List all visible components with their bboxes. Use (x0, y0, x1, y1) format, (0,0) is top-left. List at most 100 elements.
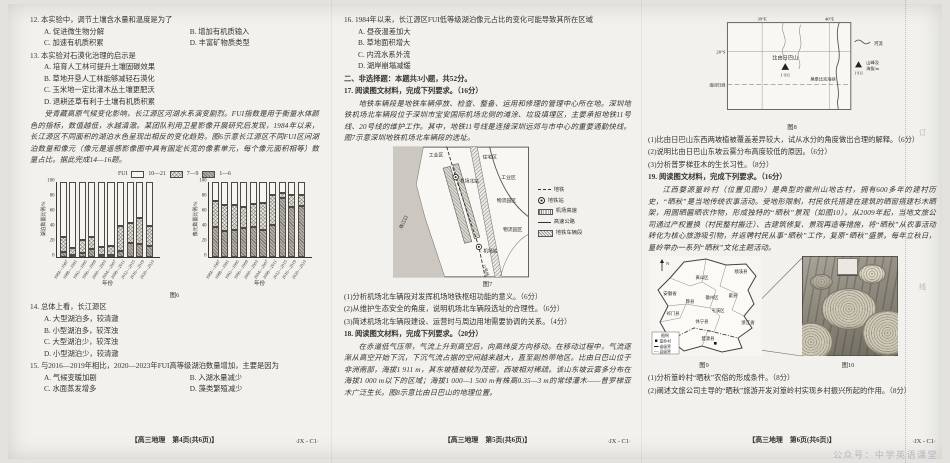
figure-7-legend: 地铁 地铁站 机场高速 高速公路 地铁车辆段 (537, 183, 583, 240)
peak-symbol (781, 63, 790, 70)
bar-segment (297, 205, 305, 257)
qimen-county-label: 祁门县 (667, 310, 681, 317)
q17-sub1: (1)分析机场北车辆段对发挥机场地铁枢纽功能的意义。（6分） (344, 291, 543, 301)
bar-segment (145, 246, 153, 257)
bar-segment (268, 195, 277, 225)
xiuning-county-label: 休宁县 (696, 318, 710, 325)
bar-segment (288, 194, 296, 207)
huizhou-district-label: 徽州区 (706, 294, 720, 301)
q17-sub2: (2)从维护生态安全的角度，说明机场北车辆段选址的合理性。（6分） (344, 304, 565, 314)
q15-option-d: D. 藻类繁殖减少 (189, 384, 243, 394)
bar-segment (107, 181, 115, 246)
legend-expressway: 高速公路 (553, 219, 575, 226)
q13-stem: 13. 本实验对石漠化治理的启示是 (30, 50, 136, 60)
bar-segment (297, 195, 305, 206)
figure-8-caption: 图8 (787, 124, 797, 131)
footer-code: ·JX - C1· (607, 438, 631, 446)
road (499, 233, 528, 278)
q16-options: A. 昼夜温差加大 B. 草地面积增大 C. 内流水系外流 D. 湖岸崩塌减缓 (344, 26, 631, 72)
legend-swatch-7-9 (169, 170, 183, 178)
bar-segment (230, 229, 238, 257)
q14-option-d: D. 小型湖泊少，较清澈 (44, 348, 119, 358)
q19-sub2: (2)阐述文旅公司主导的“晒秋”旅游开发对篁岭村实现乡村振兴所起的作用。（8分） (648, 385, 912, 395)
y-tick-label: 0 (204, 253, 207, 259)
y-tick-label: 40 (49, 223, 55, 229)
drying-basket (861, 310, 898, 357)
q18-sub2: (2)说明比由日巴山东坡云雾分布高度较低的原因。（6分） (648, 147, 832, 157)
metro-station-symbol (537, 197, 545, 205)
wuyuan-county-label: 婺源县 (702, 335, 716, 342)
river-legend-symbol (854, 39, 871, 45)
bar-segment (78, 253, 86, 257)
county-boundary (701, 259, 721, 333)
logistics-park-label: 物流园区 (503, 225, 522, 232)
bar-segment (288, 206, 296, 257)
q14-options: A. 大型湖泊多，较清澈 B. 小型湖泊多，较浑浊 C. 大型湖泊少，较浑浊 D… (30, 313, 319, 359)
legend-village-label: 篁岭村 (660, 339, 672, 344)
bar-segment (278, 197, 286, 257)
bar-segment (145, 181, 153, 227)
stacked-bar (97, 181, 105, 257)
county-boundary (719, 265, 745, 317)
bar-segment (240, 206, 248, 228)
y-tick-label: 100 (199, 178, 207, 184)
province-boundary-south (669, 327, 739, 341)
bar-segment (97, 254, 105, 257)
airport-station-label: 机场站 (483, 247, 497, 254)
figure-9-10-block: 黄山区 绩溪县 安徽省 黟县 徽州区 歙县 祁门县 屯溪区 休宁县 江西省 婺源… (650, 256, 898, 360)
q13-option-d: D. 退耕还草有利于土壤有机质积累 (44, 96, 156, 106)
airport-expressway-symbol (537, 208, 553, 215)
stacked-bar (116, 181, 125, 257)
stacked-bar (259, 181, 267, 257)
bar-segment (145, 226, 153, 247)
metro-line-symbol (537, 189, 551, 191)
q15-option-b: B. 入湖水量减少 (189, 372, 243, 382)
stacked-bar (230, 181, 238, 257)
figure-10-caption: 图10 (841, 362, 855, 370)
q16-option-c: C. 内流水系外流 (358, 49, 411, 59)
legend-depot: 地铁车辆段 (555, 230, 583, 237)
estuary-water (392, 146, 445, 277)
stacked-bar (59, 181, 67, 257)
peak-legend-label-1: 山峰及 (866, 59, 879, 66)
q18-passage: 在赤道低气压带，气流上升到高空后，向高纬度方向移动。在移动过程中，气流逐渐从高空… (344, 341, 631, 397)
y-axis-label: 像元数量比例/% (193, 201, 199, 237)
bar-segment (88, 248, 96, 257)
bar-segment (278, 193, 286, 198)
y-tick-label: 80 (201, 193, 207, 199)
bar-segment (221, 181, 229, 206)
section-2-header: 二、非选择题：本题共3小题，共52分。 (344, 73, 472, 83)
q14-option-c: C. 大型湖泊少，较浑浊 (44, 337, 119, 347)
footer-text: 【高三地理 第6页(共6页)】 (748, 437, 836, 445)
bar-segment (278, 181, 286, 194)
legend-label-7-9: 7—9 (186, 170, 199, 177)
q19-header: 19. 阅读图文材料，完成下列要求。（16分） (648, 172, 787, 182)
legend-county-boundary-label: 县级界 (660, 349, 672, 354)
bar-segment (259, 181, 267, 203)
bar-segment (116, 226, 125, 251)
industrial-zone-label: 工业区 (429, 151, 444, 158)
bar-segment (136, 217, 144, 245)
q13-option-c: C. 玉米地一定比灌木丛土壤更肥沃 (44, 85, 155, 95)
stacked-bar (288, 181, 296, 257)
stacked-bar (69, 181, 77, 257)
y-tick-label: 100 (47, 178, 55, 184)
tunxi-district-label: 屯溪区 (712, 307, 726, 314)
bar-segment (211, 181, 219, 201)
bar-segment (259, 202, 267, 230)
bar-segment (59, 251, 67, 257)
jixi-county-label: 绩溪县 (735, 268, 749, 275)
coastline (835, 22, 840, 110)
q14-option-a: A. 大型湖泊多，较清澈 (44, 314, 119, 323)
legend-airport-expressway: 机场高速 (555, 208, 577, 215)
drying-basket (857, 264, 887, 285)
x-axis-label: 年份 (101, 280, 113, 287)
y-tick-label: 60 (201, 208, 207, 214)
y-tick-label: 0 (52, 253, 55, 259)
q12-option-c: C. 加速有机质积累 (44, 38, 104, 48)
